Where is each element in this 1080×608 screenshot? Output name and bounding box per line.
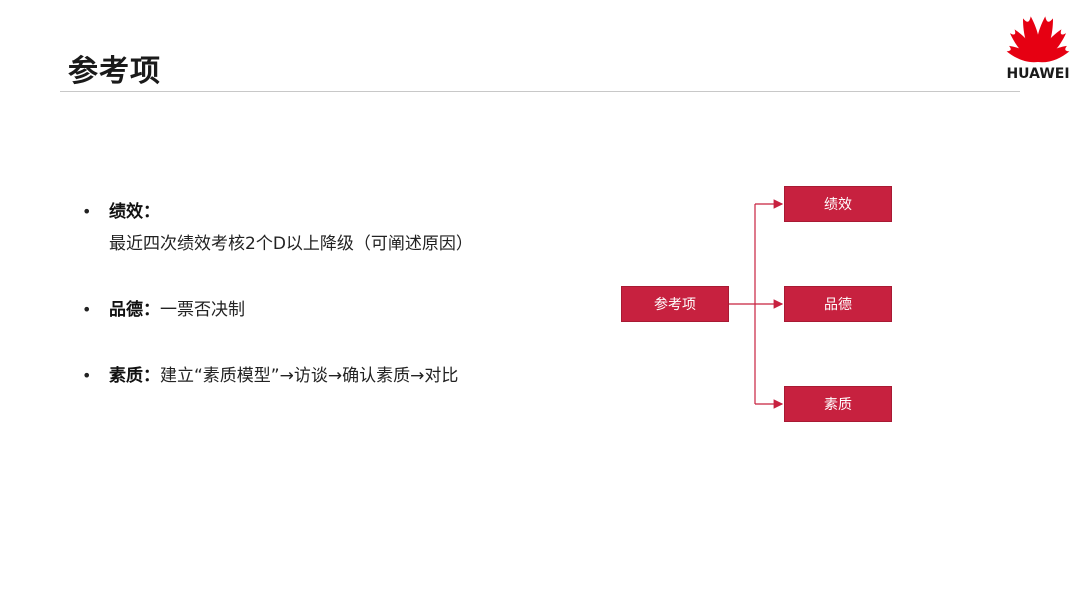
huawei-petals-icon [1006, 16, 1070, 63]
bullet-label: 素质 [109, 366, 143, 386]
bullet-desc: 最近四次绩效考核2个D以上降级（可阐述原因） [109, 234, 473, 254]
diagram-root-node: 参考项 [621, 286, 729, 322]
bullet-item-performance: • 绩效： 最近四次绩效考核2个D以上降级（可阐述原因） [82, 196, 522, 260]
huawei-logo: HUAWEI [996, 4, 1080, 88]
bullet-dot-icon: • [82, 202, 92, 221]
page-title: 参考项 [68, 54, 161, 89]
bullet-label: 品德 [109, 300, 143, 320]
bullet-desc: 一票否决制 [160, 300, 245, 320]
bullet-dot-icon: • [82, 366, 92, 385]
diagram-node-quality: 素质 [784, 386, 892, 422]
bullet-label: 绩效 [109, 202, 143, 222]
huawei-logo-text: HUAWEI [1006, 66, 1070, 82]
diagram-node-performance: 绩效 [784, 186, 892, 222]
bullet-list: • 绩效：最近四次绩效考核2个D以上降级（可阐述原因） • 品德：一票否决制 •… [82, 196, 522, 426]
bullet-separator: ： [143, 202, 160, 222]
bullet-item-quality: • 素质：建立“素质模型”→访谈→确认素质→对比 [82, 360, 522, 392]
bullet-item-morality: • 品德：一票否决制 [82, 294, 522, 326]
reference-diagram: 参考项 绩效 品德 素质 [600, 170, 920, 440]
bullet-dot-icon: • [82, 300, 92, 319]
diagram-node-morality: 品德 [784, 286, 892, 322]
bullet-desc: 建立“素质模型”→访谈→确认素质→对比 [160, 366, 459, 386]
bullet-separator: ： [143, 300, 160, 320]
bullet-separator: ： [143, 366, 160, 386]
title-divider [60, 91, 1020, 92]
diagram-connectors [728, 199, 784, 409]
